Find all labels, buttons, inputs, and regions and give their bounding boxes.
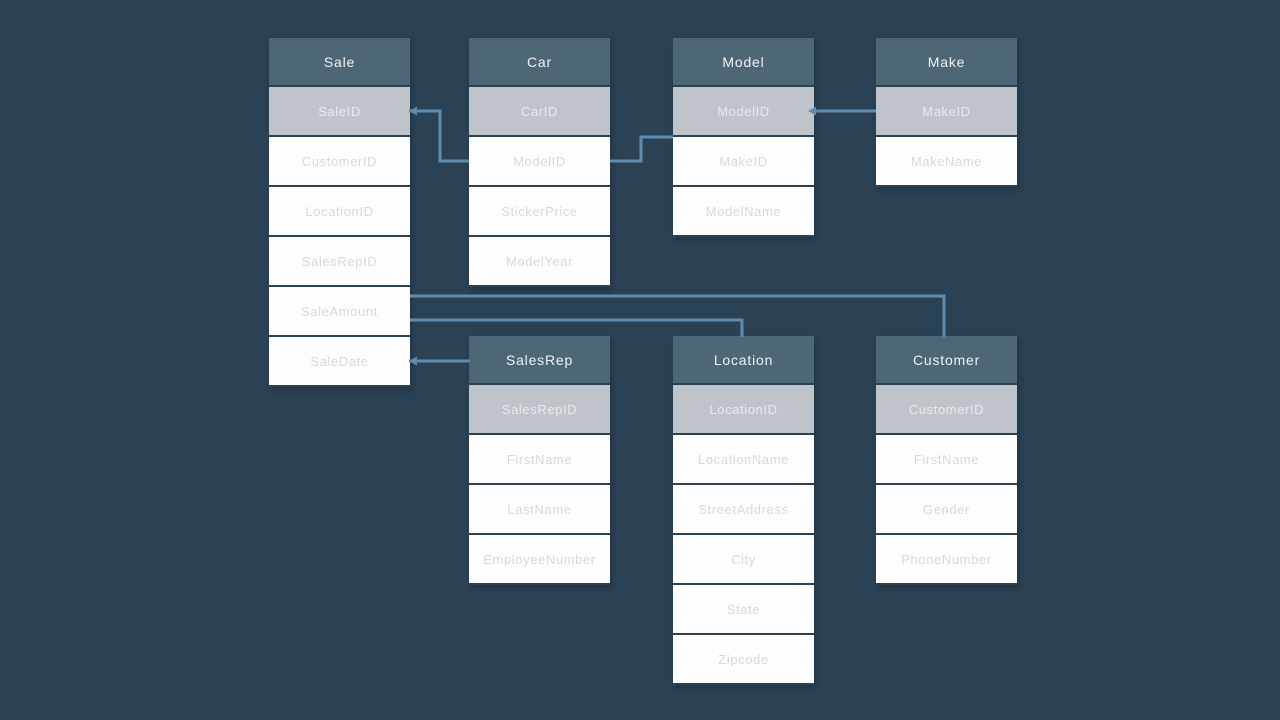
field-row: ModelYear <box>469 237 610 285</box>
table-header-salesrep: SalesRep <box>469 336 610 383</box>
field-row: EmployeeNumber <box>469 535 610 583</box>
field-row: FirstName <box>876 435 1017 483</box>
key-row-sale: SaleID <box>269 87 410 135</box>
field-row: State <box>673 585 814 633</box>
field-row: SalesRepID <box>269 237 410 285</box>
field-row: LastName <box>469 485 610 533</box>
key-row-location: LocationID <box>673 385 814 433</box>
key-row-salesrep: SalesRepID <box>469 385 610 433</box>
table-header-make: Make <box>876 38 1017 85</box>
field-row: City <box>673 535 814 583</box>
field-row: LocationID <box>269 187 410 235</box>
key-row-customer: CustomerID <box>876 385 1017 433</box>
key-row-car: CarID <box>469 87 610 135</box>
field-row: LocationName <box>673 435 814 483</box>
field-row: PhoneNumber <box>876 535 1017 583</box>
field-row: ModelName <box>673 187 814 235</box>
key-row-make: MakeID <box>876 87 1017 135</box>
field-row: FirstName <box>469 435 610 483</box>
field-row: MakeID <box>673 137 814 185</box>
field-row: Zipcode <box>673 635 814 683</box>
connector-sale-location <box>410 318 744 337</box>
connector-arrowhead <box>409 356 417 366</box>
field-row: ModelID <box>469 137 610 185</box>
connector-sale-customer <box>410 294 946 337</box>
connector-arrowhead <box>409 106 417 116</box>
field-row: MakeName <box>876 137 1017 185</box>
connector-car-model <box>610 135 673 163</box>
table-header-car: Car <box>469 38 610 85</box>
table-header-customer: Customer <box>876 336 1017 383</box>
table-header-model: Model <box>673 38 814 85</box>
field-row: SaleDate <box>269 337 410 385</box>
key-row-model: ModelID <box>673 87 814 135</box>
field-row: StickerPrice <box>469 187 610 235</box>
table-header-location: Location <box>673 336 814 383</box>
field-row: Gender <box>876 485 1017 533</box>
field-row: SaleAmount <box>269 287 410 335</box>
connector-sale-car <box>409 109 469 163</box>
field-row: CustomerID <box>269 137 410 185</box>
table-header-sale: Sale <box>269 38 410 85</box>
field-row: StreetAddress <box>673 485 814 533</box>
